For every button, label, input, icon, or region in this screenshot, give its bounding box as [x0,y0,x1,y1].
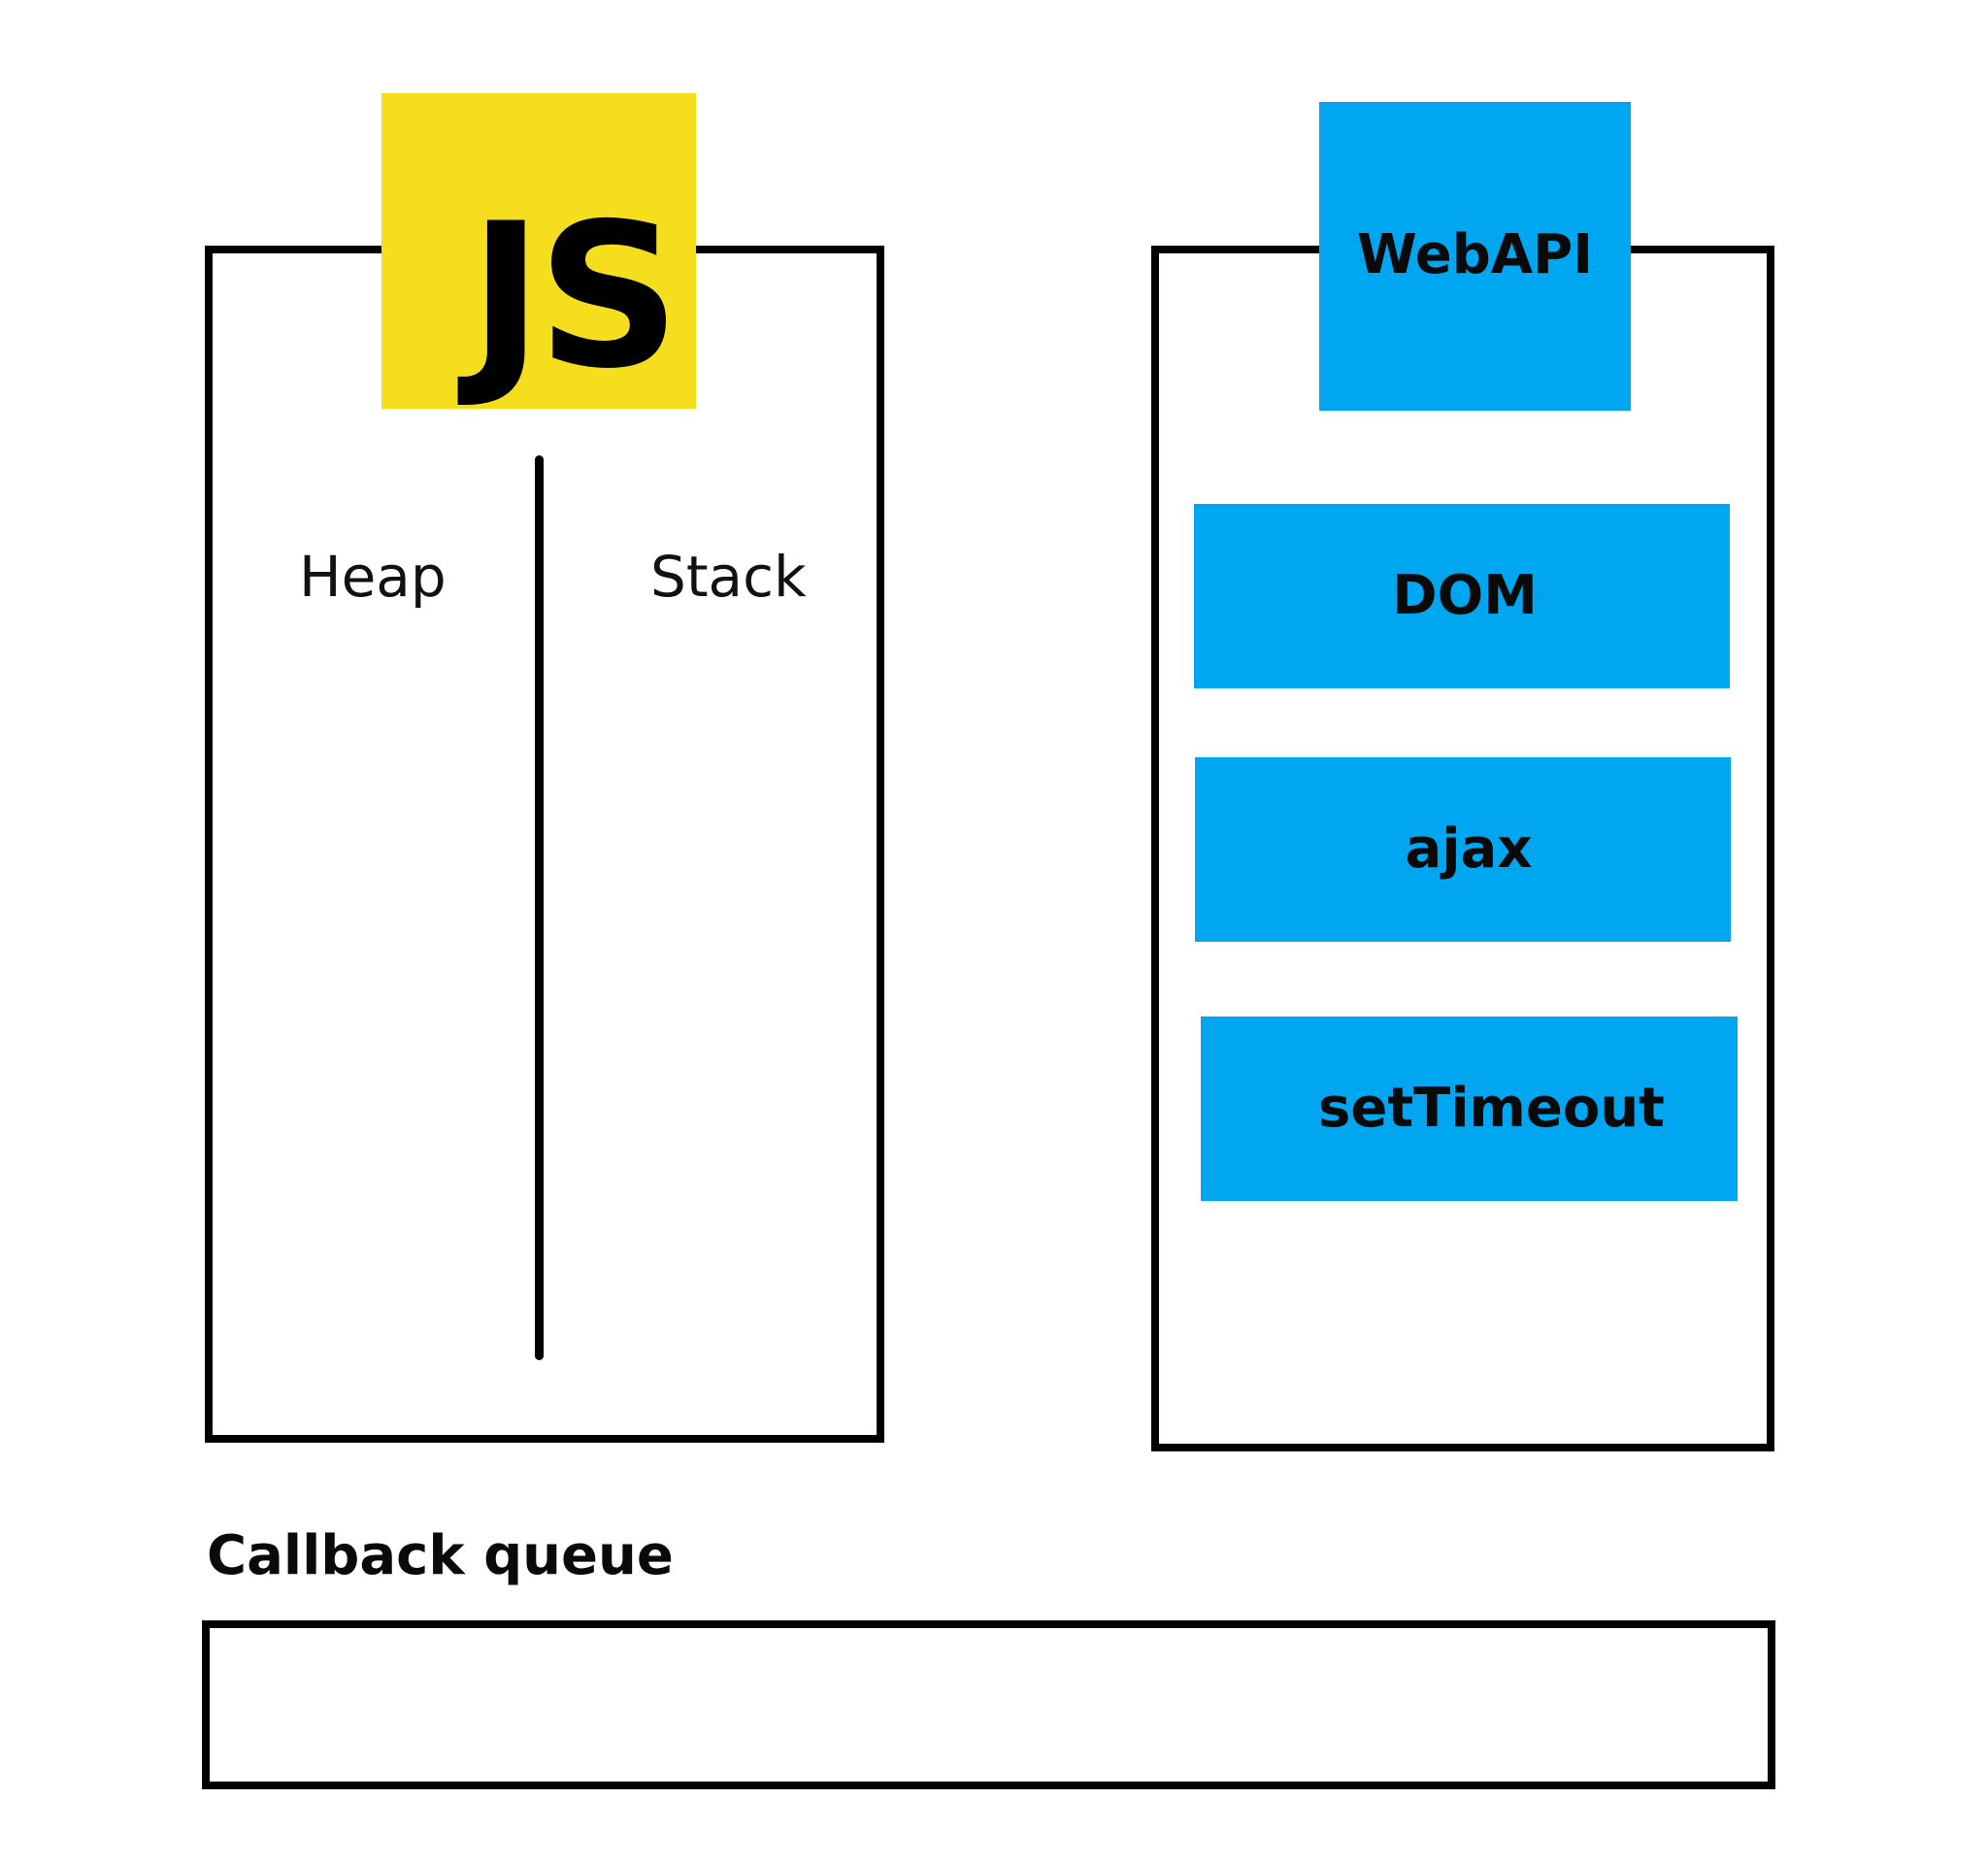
heap-label: Heap [299,544,447,610]
heap-stack-divider [535,455,544,1360]
webapi-item-ajax: ajax [1195,757,1731,942]
stack-label: Stack [650,544,807,610]
webapi-item-settimeout: setTimeout [1201,1016,1738,1201]
callback-queue-label: Callback queue [207,1524,674,1587]
webapi-item-dom: DOM [1194,504,1730,688]
js-logo-text: JS [469,182,680,413]
js-engine-box [205,246,884,1443]
webapi-title: WebAPI [1356,223,1594,286]
callback-queue-box [202,1620,1775,1789]
webapi-badge: WebAPI [1319,102,1631,411]
js-logo: JS [381,93,696,409]
webapi-item-label: DOM [1392,564,1538,627]
webapi-item-label: ajax [1405,817,1533,881]
webapi-item-label: setTimeout [1318,1077,1665,1140]
